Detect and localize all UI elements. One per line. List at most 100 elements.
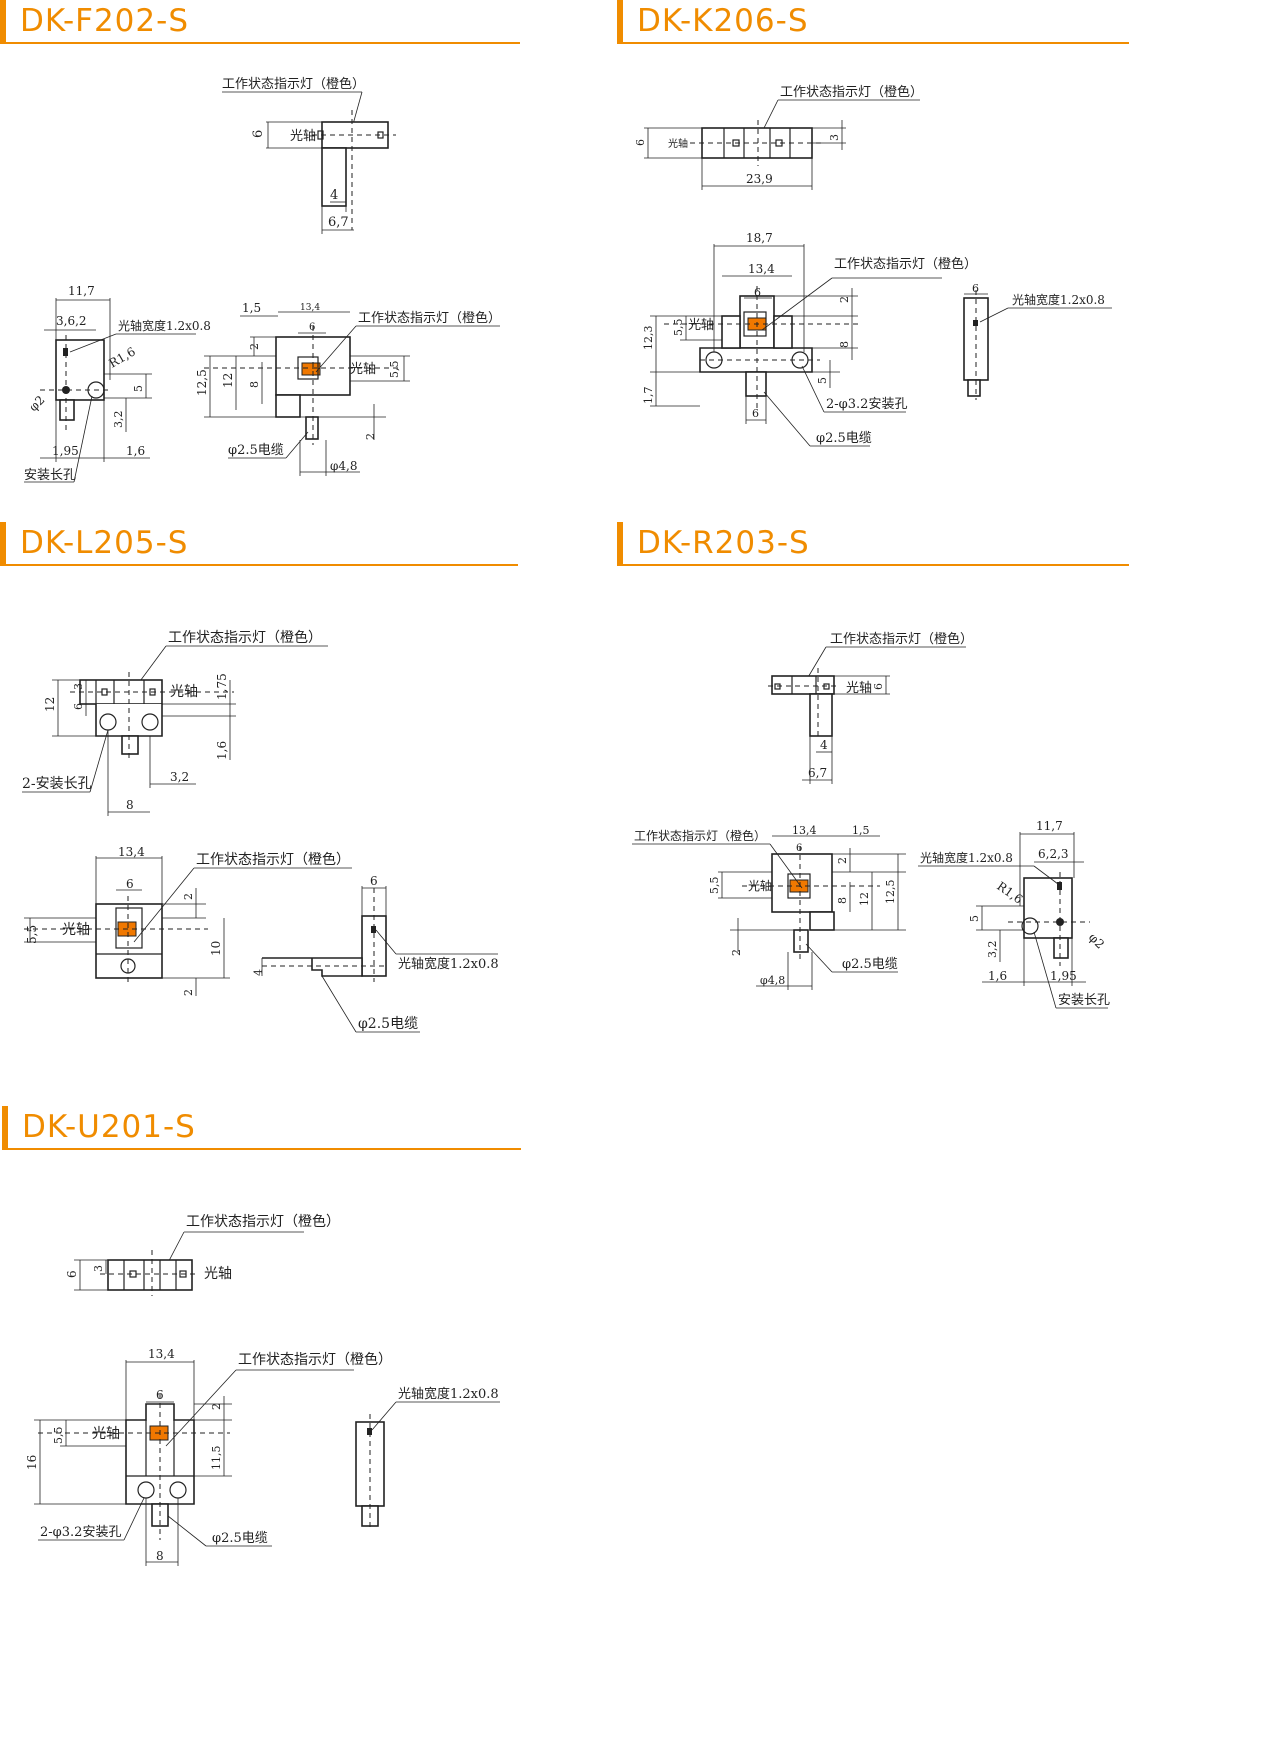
optical-axis-label: 光轴 bbox=[668, 137, 688, 150]
dim-label: 12 bbox=[221, 373, 235, 388]
dim-label: 6 bbox=[754, 286, 761, 299]
dim-label: 13,4 bbox=[118, 845, 145, 859]
cable-label: φ2.5电缆 bbox=[228, 442, 284, 458]
dim-label: 2 bbox=[836, 857, 849, 864]
indicator-label: 工作状态指示灯（橙色） bbox=[168, 629, 322, 646]
dim-label: 8 bbox=[248, 381, 261, 388]
dim-label: 4 bbox=[330, 188, 338, 203]
dim-label: 6 bbox=[65, 1270, 79, 1278]
dim-label: 2 bbox=[364, 433, 377, 440]
dim-label: 3,6,2 bbox=[56, 314, 87, 328]
dim-label: 3,2 bbox=[986, 941, 999, 959]
cable-label: φ2.5电缆 bbox=[212, 1530, 268, 1546]
dim-label: 18,7 bbox=[746, 231, 773, 245]
dim-label: 6,2,3 bbox=[1038, 847, 1069, 861]
section-header-r203: DK-R203-S bbox=[617, 522, 1129, 566]
dim-label: 8 bbox=[836, 897, 849, 904]
dim-label: 1,7 bbox=[642, 387, 655, 405]
axis-width-label: 光轴宽度1.2x0.8 bbox=[118, 318, 211, 333]
dim-label: 6 bbox=[796, 843, 802, 854]
dim-label: 5,5 bbox=[388, 361, 401, 379]
optical-axis-label: 光轴 bbox=[350, 362, 376, 377]
dim-label: 2 bbox=[210, 1403, 223, 1410]
dim-label: φ4,8 bbox=[330, 459, 358, 473]
dim-label: 6 bbox=[752, 407, 759, 420]
cable-label: φ2.5电缆 bbox=[842, 956, 898, 972]
drawing-r203-side-view: 11,7 6,2,3 光轴宽度1.2x0.8 R1,6 5 3,2 1,6 1,… bbox=[918, 819, 1110, 1009]
dim-label: 12,5 bbox=[884, 880, 897, 905]
dim-label: 3 bbox=[92, 1265, 105, 1272]
dim-label: 4 bbox=[252, 969, 265, 976]
dim-label: R1,6 bbox=[107, 344, 138, 370]
two-holes-label: 2-φ3.2安装孔 bbox=[826, 397, 907, 412]
dim-label: 2 bbox=[182, 893, 195, 900]
drawing-k206-side-view: 6 光轴宽度1.2x0.8 bbox=[963, 282, 1112, 400]
section-title-f202: DK-F202-S bbox=[20, 3, 189, 39]
dim-label: 6 bbox=[309, 322, 315, 333]
optical-axis-label: 光轴 bbox=[92, 1426, 120, 1442]
dim-label: 5 bbox=[132, 385, 145, 392]
drawing-r203-top-view: 工作状态指示灯（橙色） 光轴 6 4 6,7 bbox=[768, 631, 973, 784]
slot-hole-label: 安装长孔 bbox=[1058, 993, 1110, 1008]
dim-label: 1,75 bbox=[215, 673, 229, 700]
dim-label: 5 bbox=[968, 915, 981, 922]
indicator-label: 工作状态指示灯（橙色） bbox=[196, 851, 350, 868]
dim-label: 11,5 bbox=[210, 1446, 223, 1471]
dim-label: 1,5 bbox=[852, 824, 870, 837]
drawing-u201-side-view: 光轴宽度1.2x0.8 bbox=[355, 1386, 500, 1530]
dim-label: 8 bbox=[126, 798, 134, 812]
dim-label: 11,7 bbox=[1036, 819, 1063, 833]
optical-axis-label: 光轴 bbox=[688, 318, 714, 333]
dim-label: 6 bbox=[126, 877, 134, 891]
dim-label: 3 bbox=[72, 683, 85, 690]
drawing-k206-front-view: 光轴 18,7 13,4 6 工作状态指示灯（橙色） 2 5,5 12,3 1,… bbox=[642, 231, 977, 447]
dim-label: 11,7 bbox=[68, 284, 95, 298]
section-title-l205: DK-L205-S bbox=[20, 525, 189, 561]
dim-label: 6 bbox=[251, 130, 266, 138]
indicator-label: 工作状态指示灯（橙色） bbox=[238, 1351, 392, 1368]
cable-label: φ2.5电缆 bbox=[358, 1016, 418, 1032]
indicator-label: 工作状态指示灯（橙色） bbox=[830, 631, 973, 647]
drawing-l205-top-view: 工作状态指示灯（橙色） 光轴 12 3 6 1,75 1,6 2-安装长孔 bbox=[22, 629, 328, 816]
axis-width-label: 光轴宽度1.2x0.8 bbox=[398, 1386, 499, 1402]
dim-label: 1,5 bbox=[242, 301, 261, 315]
dim-label: 6 bbox=[156, 1388, 164, 1402]
dim-label: 3,2 bbox=[112, 411, 125, 429]
dim-label: 5,5 bbox=[25, 925, 39, 944]
dim-label: 1,6 bbox=[988, 969, 1007, 983]
axis-width-label: 光轴宽度1.2x0.8 bbox=[1012, 292, 1105, 307]
section-title-k206: DK-K206-S bbox=[637, 3, 809, 39]
indicator-label: 工作状态指示灯（橙色） bbox=[834, 256, 977, 272]
dim-label: 5 bbox=[816, 377, 829, 384]
drawing-r203-front-view: 光轴 工作状态指示灯（橙色） 13,4 1,5 6 2 5,5 8 12 12,… bbox=[632, 824, 906, 990]
section-header-u201: DK-U201-S bbox=[2, 1106, 521, 1150]
dim-label: 2 bbox=[182, 989, 195, 996]
dim-label: 2 bbox=[838, 296, 851, 303]
dim-label: 5,5 bbox=[672, 319, 685, 337]
dim-label: 13,4 bbox=[300, 303, 320, 313]
optical-axis-label: 光轴 bbox=[62, 922, 90, 938]
dim-label: 13,4 bbox=[748, 262, 775, 276]
indicator-label: 工作状态指示灯（橙色） bbox=[186, 1213, 340, 1230]
dim-label: 5,5 bbox=[708, 877, 721, 895]
optical-axis-label: 光轴 bbox=[748, 878, 772, 893]
dim-label: 10 bbox=[209, 941, 223, 956]
dim-label: 5,5 bbox=[52, 1427, 65, 1445]
dim-label: 6 bbox=[72, 703, 85, 710]
axis-width-label: 光轴宽度1.2x0.8 bbox=[398, 956, 499, 972]
dim-label: 6 bbox=[634, 139, 647, 146]
section-header-f202: DK-F202-S bbox=[0, 0, 520, 44]
indicator-label: 工作状态指示灯（橙色） bbox=[780, 84, 923, 100]
dim-label: 8 bbox=[838, 341, 851, 348]
dim-label: 12 bbox=[43, 697, 57, 712]
dim-label: 1,6 bbox=[215, 741, 229, 760]
dim-label: 2 bbox=[730, 949, 743, 956]
optical-axis-label: 光轴 bbox=[290, 129, 316, 144]
section-header-k206: DK-K206-S bbox=[617, 0, 1129, 44]
dim-label: 12,3 bbox=[642, 326, 655, 351]
dim-label: 6 bbox=[972, 282, 979, 295]
two-holes-label: 2-φ3.2安装孔 bbox=[40, 1525, 121, 1540]
dim-label: 1,95 bbox=[52, 444, 79, 458]
dim-label: R1,6 bbox=[994, 879, 1025, 907]
